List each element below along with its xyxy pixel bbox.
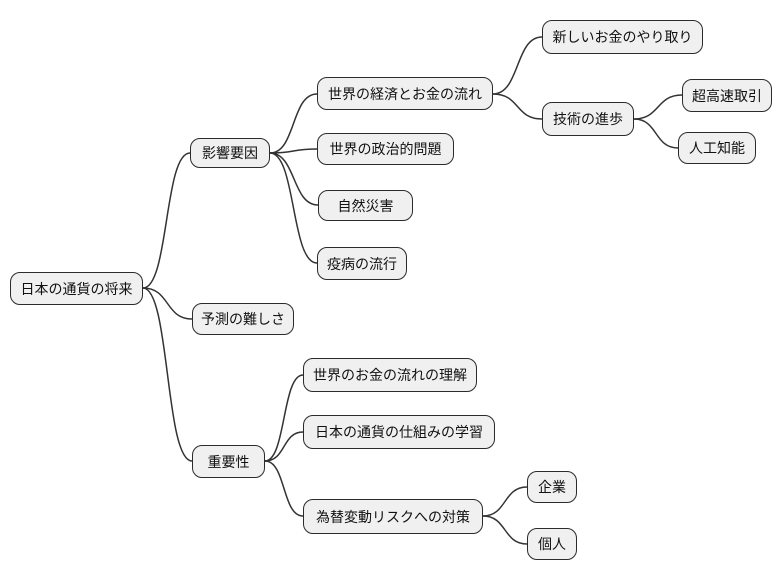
- edge-root-importance: [142, 287, 193, 462]
- edge-root-influencing-factors: [142, 152, 191, 289]
- node-prediction-difficulty: 予測の難しさ: [192, 303, 294, 335]
- edge-world-economy-new-money-exchange: [492, 36, 543, 95]
- edge-influencing-factors-political-issues: [269, 148, 318, 154]
- node-influencing-factors: 影響要因: [190, 138, 270, 168]
- edge-tech-progress-ai: [633, 118, 679, 149]
- node-epidemic-outbreaks: 疫病の流行: [317, 247, 407, 280]
- node-importance: 重要性: [192, 445, 265, 478]
- node-learning-japan-currency-system: 日本の通貨の仕組みの学習: [303, 415, 495, 449]
- node-technological-progress: 技術の進歩: [542, 102, 634, 136]
- node-root: 日本の通貨の将来: [10, 272, 143, 305]
- node-individuals: 個人: [527, 528, 577, 560]
- edge-influencing-factors-natural-disasters: [269, 152, 319, 206]
- node-exchange-risk-measures: 為替変動リスクへの対策: [303, 499, 483, 534]
- node-world-political-issues: 世界の政治的問題: [317, 133, 454, 165]
- node-high-speed-trading: 超高速取引: [682, 79, 772, 112]
- node-artificial-intelligence: 人工知能: [678, 132, 756, 164]
- edge-world-economy-tech-progress: [492, 93, 543, 120]
- edge-importance-learning-currency: [264, 431, 304, 462]
- edge-influencing-factors-world-economy: [269, 93, 318, 154]
- node-natural-disasters: 自然災害: [318, 190, 413, 221]
- node-new-money-exchange: 新しいお金のやり取り: [542, 20, 703, 54]
- edge-tech-progress-high-speed-trading: [633, 94, 683, 120]
- edge-risk-measures-companies: [482, 486, 528, 517]
- node-understanding-world-money-flow: 世界のお金の流れの理解: [303, 358, 477, 392]
- node-companies: 企業: [527, 471, 577, 503]
- node-world-economy-money-flow: 世界の経済とお金の流れ: [317, 77, 493, 110]
- edge-importance-understanding-flow: [264, 374, 304, 462]
- edge-influencing-factors-epidemics: [269, 152, 318, 264]
- edge-risk-measures-individuals: [482, 515, 528, 545]
- edge-root-prediction-difficulty: [142, 287, 193, 320]
- edge-importance-risk-measures: [264, 460, 304, 517]
